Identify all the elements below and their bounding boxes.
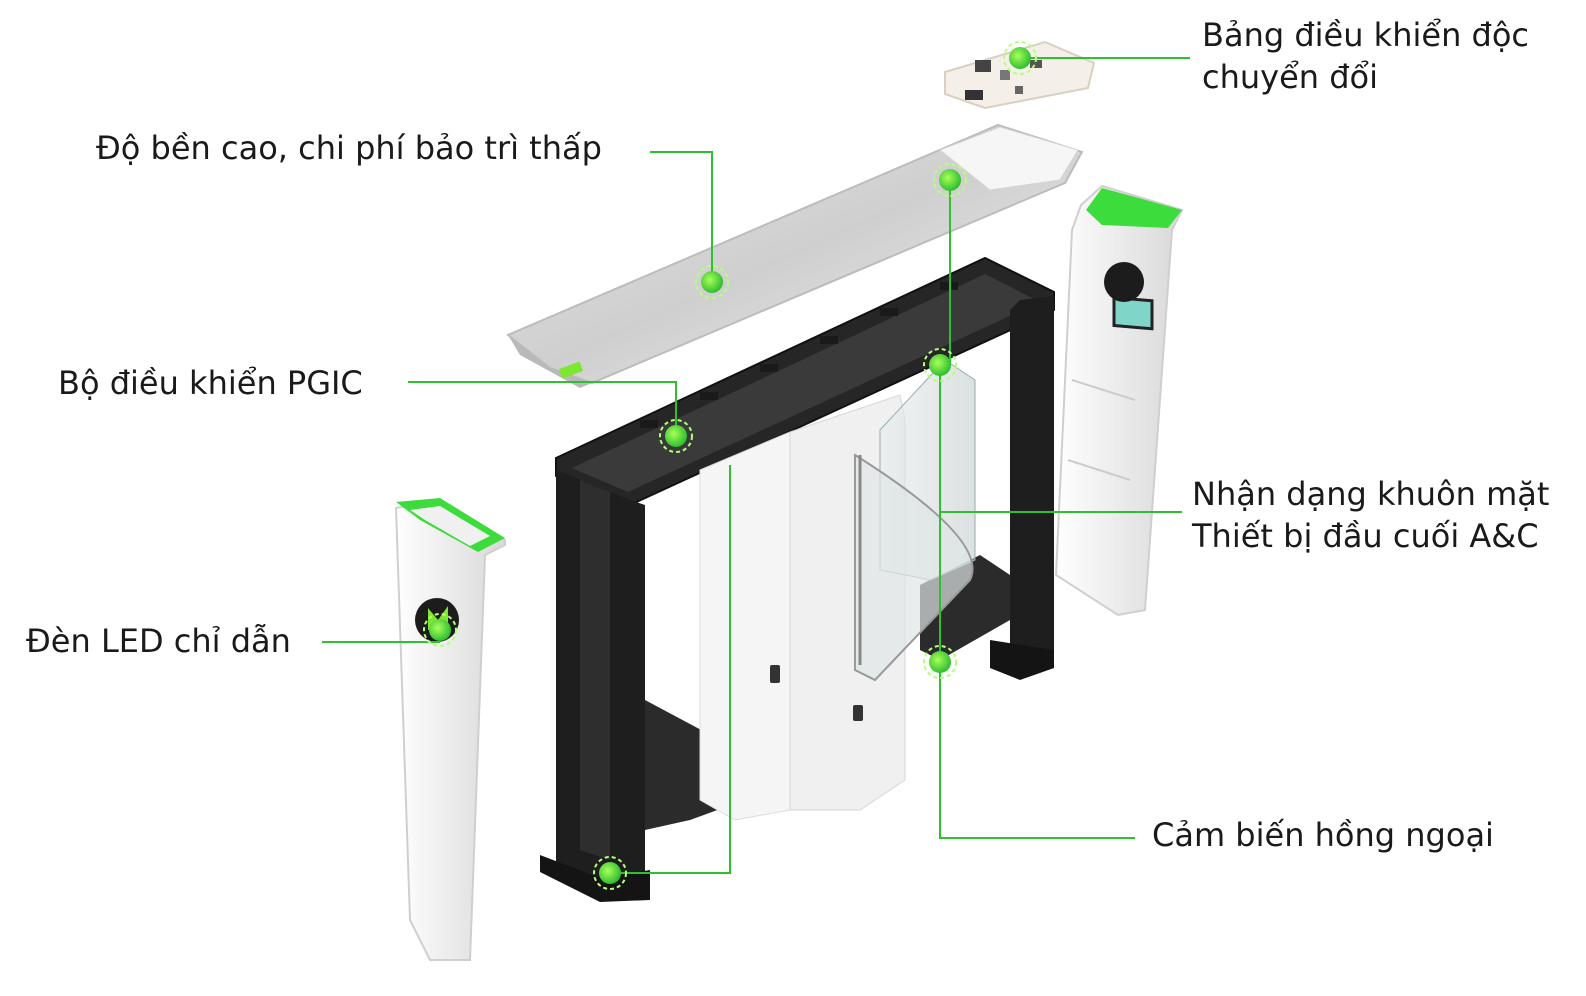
- marker-base: [593, 856, 627, 890]
- top-cover-panel: [506, 123, 1084, 388]
- marker-inner: [923, 348, 957, 382]
- marker-cover: [933, 163, 967, 197]
- label-control-module-line2: chuyển đổi: [1202, 58, 1379, 96]
- marker-module: [1003, 41, 1037, 75]
- label-face-recognition-line2: Thiết bị đầu cuối A&C: [1192, 517, 1539, 555]
- marker-durability: [695, 265, 729, 299]
- label-face-recognition-line1: Nhận dạng khuôn mặt: [1192, 475, 1550, 513]
- marker-pgic: [659, 419, 693, 453]
- marker-infrared: [923, 645, 957, 679]
- label-control-module: Bảng điều khiển độc chuyển đổi: [1202, 14, 1529, 98]
- marker-led: [423, 613, 457, 647]
- right-pillar: [1054, 184, 1184, 617]
- inner-housing: [699, 359, 976, 821]
- label-control-module-line1: Bảng điều khiển độc: [1202, 16, 1529, 54]
- label-led-indicator: Đèn LED chỉ dẫn: [26, 622, 291, 660]
- label-face-recognition: Nhận dạng khuôn mặt Thiết bị đầu cuối A&…: [1192, 473, 1549, 557]
- leader-lines: [322, 57, 1190, 874]
- label-durability: Độ bền cao, chi phí bảo trì thấp: [96, 129, 602, 167]
- left-pillar: [394, 498, 506, 961]
- black-frame: [540, 256, 1055, 902]
- label-pgic-controller: Bộ điều khiển PGIC: [58, 364, 363, 402]
- label-infrared-sensor: Cảm biến hồng ngoại: [1152, 816, 1494, 854]
